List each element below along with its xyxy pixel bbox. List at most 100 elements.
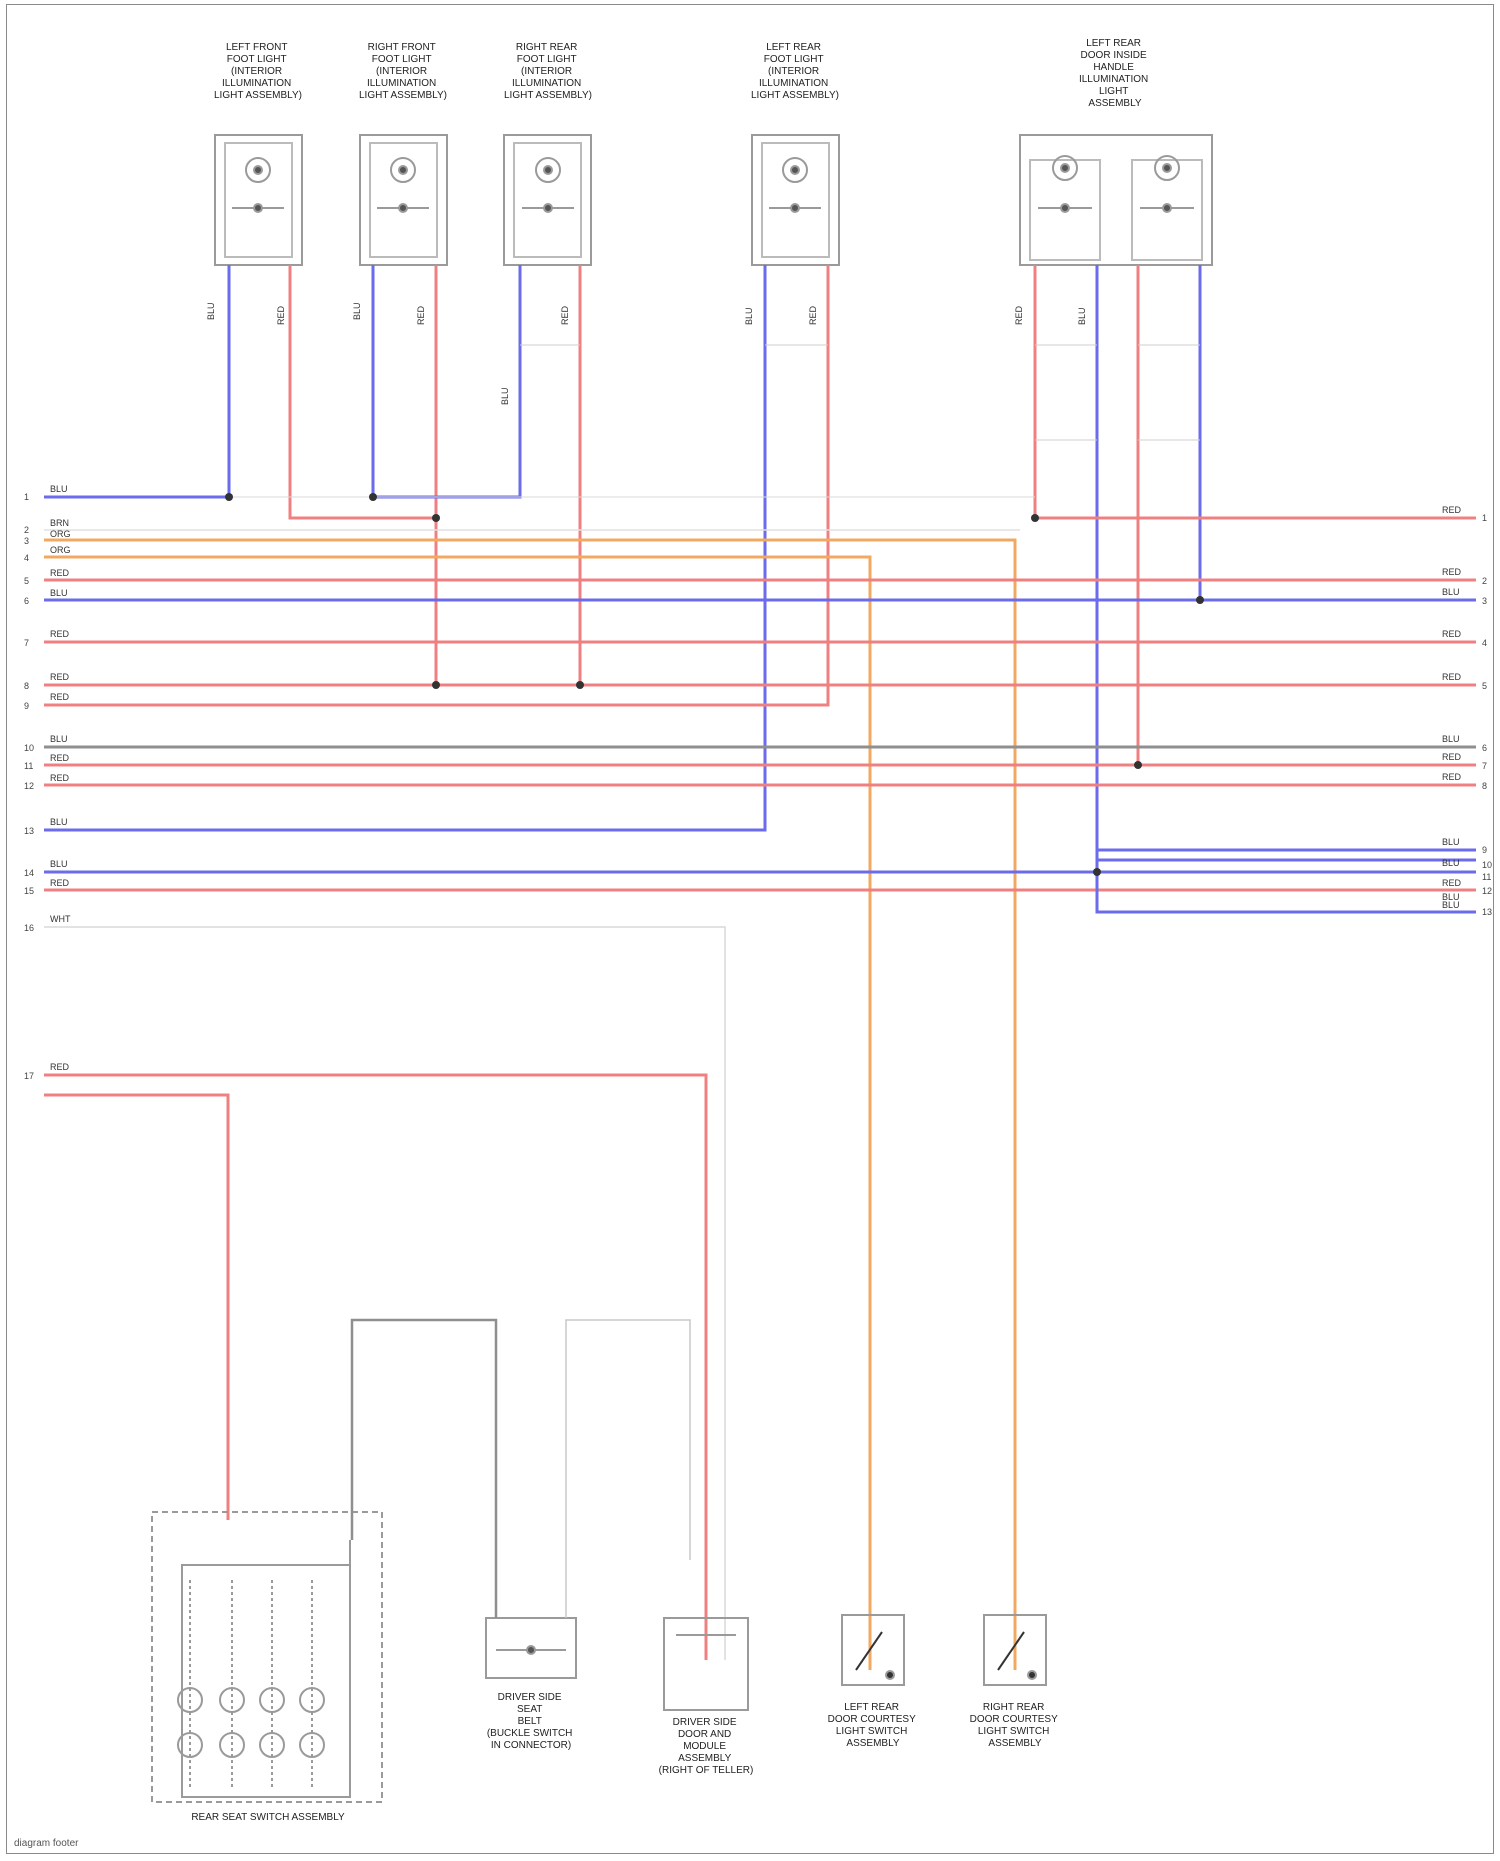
left-pin-16: 16 [24, 923, 34, 933]
left-label-3: ORG [50, 529, 71, 539]
lf-label-b: RED [276, 305, 286, 325]
right-label-5: RED [1442, 672, 1462, 682]
right-label-8: RED [1442, 772, 1462, 782]
right-pin-5: 5 [1482, 681, 1487, 691]
right-label-10: BLU [1442, 858, 1460, 868]
right-pin-9: 9 [1482, 845, 1487, 855]
right-pin-1: 1 [1482, 513, 1487, 523]
left-label-1: BLU [50, 484, 68, 494]
right-label-2: RED [1442, 567, 1462, 577]
left-pin-5: 5 [24, 576, 29, 586]
wire-16 [44, 927, 725, 1660]
rf-label-b: RED [416, 305, 426, 325]
right-pin-6: 6 [1482, 743, 1487, 753]
caption-door-sensor: DRIVER SIDE SEAT BELT (BUCKLE SWITCH IN … [487, 1692, 575, 1751]
left-pin-17: 17 [24, 1071, 34, 1081]
right-pin-13: 13 [1482, 907, 1492, 917]
door-sensor-assembly [352, 1320, 690, 1678]
lr-door-handle-light-assembly [1020, 135, 1212, 265]
left-label-14: BLU [50, 859, 68, 869]
left-label-6: BLU [50, 588, 68, 598]
rf-label-a: BLU [352, 302, 362, 320]
caption-rf-foot: RIGHT FRONT FOOT LIGHT (INTERIOR ILLUMIN… [359, 42, 447, 101]
left-pin-3: 3 [24, 536, 29, 546]
left-pin-2: 2 [24, 525, 29, 535]
door-handle-label-a: RED [1014, 305, 1024, 325]
left-label-9: RED [50, 692, 70, 702]
left-pin-10: 10 [24, 743, 34, 753]
right-pin-4: 4 [1482, 638, 1487, 648]
right-label-7: RED [1442, 752, 1462, 762]
right-label-11: RED [1442, 878, 1462, 888]
right-label-9: BLU [1442, 837, 1460, 847]
lr-foot-light-assembly [752, 135, 839, 265]
right-pin-3: 3 [1482, 596, 1487, 606]
left-pin-6: 6 [24, 596, 29, 606]
lf-foot-light-assembly [215, 135, 302, 265]
wire-18 [44, 1095, 228, 1520]
left-label-12: RED [50, 773, 70, 783]
left-pin-9: 9 [24, 701, 29, 711]
horizontal-wires [44, 497, 1476, 1670]
caption-door-module: DRIVER SIDE DOOR AND MODULE ASSEMBLY (RI… [659, 1717, 754, 1776]
right-pin-11: 11 [1482, 872, 1491, 882]
caption-lr-foot: LEFT REAR FOOT LIGHT (INTERIOR ILLUMINAT… [751, 42, 839, 101]
left-pin-13: 13 [24, 826, 34, 836]
door-handle-label-b: BLU [1077, 307, 1087, 325]
left-pin-1: 1 [24, 492, 29, 502]
left-label-7: RED [50, 629, 70, 639]
right-pin-8: 8 [1482, 781, 1487, 791]
caption-rr-courtesy-switch: RIGHT REAR DOOR COURTESY LIGHT SWITCH AS… [970, 1702, 1061, 1749]
rr-label-b: RED [560, 305, 570, 325]
right-pin-2: 2 [1482, 576, 1487, 586]
lf-label-a: BLU [206, 302, 216, 320]
caption-rear-seat-switch: REAR SEAT SWITCH ASSEMBLY [191, 1812, 345, 1823]
caption-lf-foot: LEFT FRONT FOOT LIGHT (INTERIOR ILLUMINA… [214, 42, 302, 101]
left-connector: 1 2 3 4 5 6 7 8 9 10 11 12 13 14 15 16 1… [24, 484, 71, 1081]
right-connector: RED RED BLU RED RED BLU RED RED BLU BLU … [1442, 505, 1492, 917]
rr-label-a: BLU [500, 387, 510, 405]
rear-seat-switch-assembly [152, 1512, 382, 1802]
caption-lr-courtesy-switch: LEFT REAR DOOR COURTESY LIGHT SWITCH ASS… [828, 1702, 919, 1749]
left-pin-11: 11 [24, 761, 33, 771]
lr-label-b: RED [808, 305, 818, 325]
left-pin-12: 12 [24, 781, 34, 791]
right-pin-10: 10 [1482, 860, 1492, 870]
left-pin-8: 8 [24, 681, 29, 691]
right-label-6: BLU [1442, 734, 1460, 744]
right-pin-12: 12 [1482, 886, 1492, 896]
right-pin-7: 7 [1482, 761, 1487, 771]
bottom-components [152, 1320, 1046, 1802]
left-label-17: RED [50, 1062, 70, 1072]
caption-lr-door-handle: LEFT REAR DOOR INSIDE HANDLE ILLUMINATIO… [1079, 38, 1151, 109]
left-pin-15: 15 [24, 886, 34, 896]
left-label-16: WHT [50, 914, 71, 924]
bottom-component-captions: REAR SEAT SWITCH ASSEMBLY DRIVER SIDE SE… [191, 1692, 1060, 1823]
left-pin-7: 7 [24, 638, 29, 648]
rf-foot-light-assembly [360, 135, 447, 265]
lr-courtesy-switch [842, 1615, 904, 1685]
left-label-2: BRN [50, 518, 69, 528]
lr-label-a: BLU [744, 307, 754, 325]
left-label-5: RED [50, 568, 70, 578]
left-label-4: ORG [50, 545, 71, 555]
rr-foot-light-assembly [504, 135, 591, 265]
left-label-11: RED [50, 753, 70, 763]
right-label-3: BLU [1442, 587, 1460, 597]
left-label-10: BLU [50, 734, 68, 744]
vertical-wire-labels: BLU RED BLU RED BLU RED BLU RED RED BLU [206, 302, 1087, 405]
wire-r13 [1097, 875, 1476, 912]
diagram-footer: diagram footer [14, 1838, 78, 1849]
right-label-1: RED [1442, 505, 1462, 515]
left-pin-14: 14 [24, 868, 34, 878]
right-label-4: RED [1442, 629, 1462, 639]
caption-rr-foot: RIGHT REAR FOOT LIGHT (INTERIOR ILLUMINA… [504, 42, 592, 101]
left-label-13: BLU [50, 817, 68, 827]
left-label-15: RED [50, 878, 70, 888]
wire-17 [44, 1075, 706, 1660]
top-component-captions: LEFT FRONT FOOT LIGHT (INTERIOR ILLUMINA… [214, 38, 1151, 109]
wire-4-orange [44, 557, 870, 1670]
top-light-assemblies [215, 135, 1212, 265]
left-label-8: RED [50, 672, 70, 682]
